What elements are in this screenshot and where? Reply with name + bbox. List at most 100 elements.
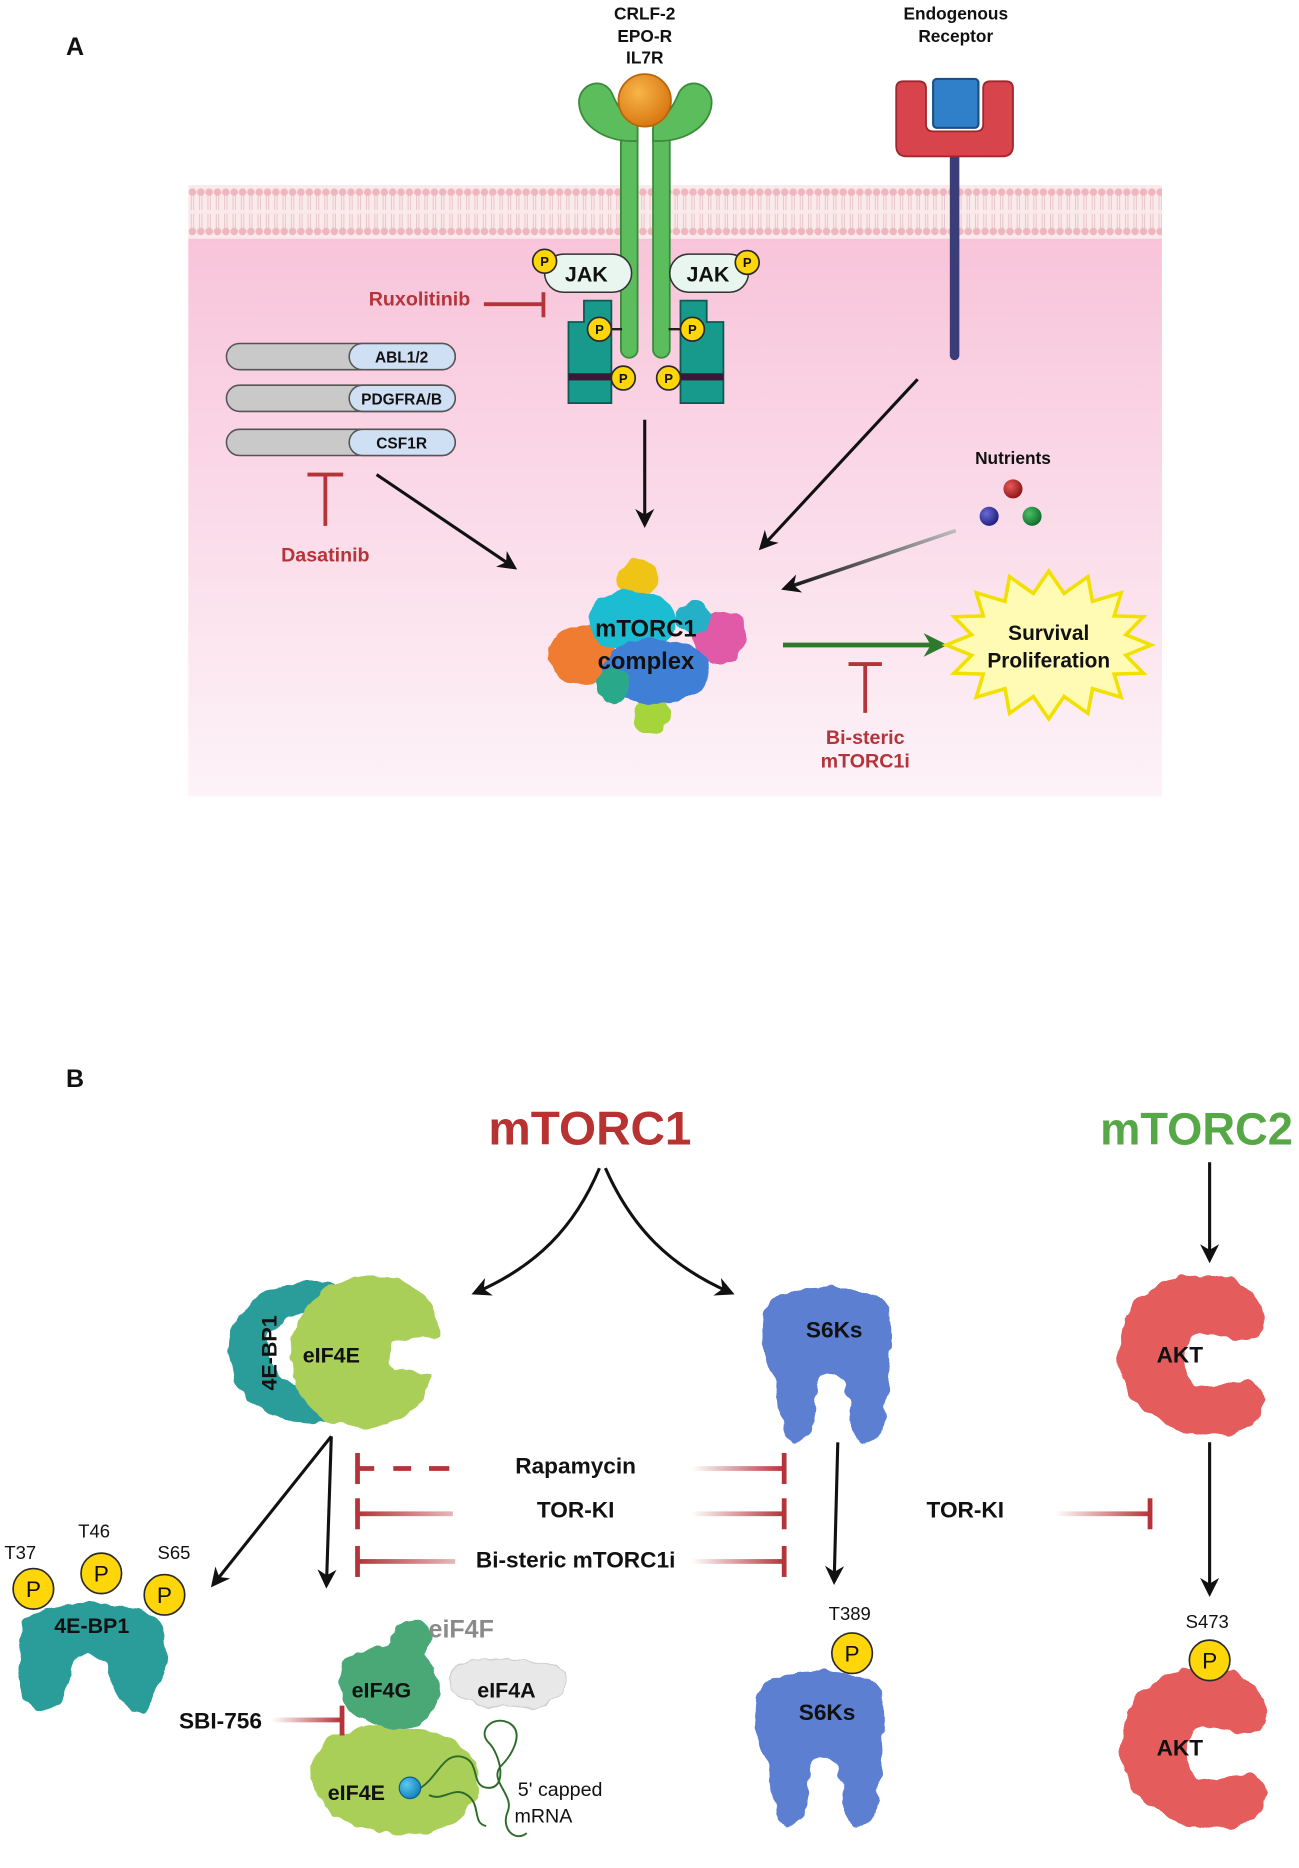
arrow-complex-to-eif4f: [317, 1436, 337, 1589]
phospho-label: P: [540, 254, 549, 269]
endogenous-ligand: [932, 77, 980, 129]
phospho-label: P: [619, 371, 628, 386]
phospho-badge: P: [679, 316, 706, 342]
mtorc1-complex-label-2: complex: [598, 648, 695, 675]
bracket-bar-right: [669, 373, 724, 381]
ps6ks-label: S6Ks: [799, 1700, 856, 1725]
phospho-badge: P: [734, 249, 760, 276]
pakt-label: AKT: [1157, 1736, 1204, 1761]
arrow-mtorc1-to-4ebp1: [471, 1167, 601, 1296]
ruxolitinib-label: Ruxolitinib: [369, 288, 471, 310]
endogenous-receptor-label-2: Receptor: [918, 26, 993, 46]
site-s65: S65: [158, 1542, 191, 1563]
mrna-cap-label-2: mRNA: [514, 1805, 573, 1827]
cytokine-receptor: [578, 82, 713, 359]
arrow-nutrients-to-mtorc1: [781, 528, 957, 593]
bisteric-label-1: Bi-steric: [826, 727, 905, 749]
phospho-label: P: [664, 371, 673, 386]
arrow-s6ks-to-ps6ks: [825, 1442, 845, 1586]
eif4e-label: eIF4E: [328, 1781, 385, 1805]
eif4a-label: eIF4A: [477, 1678, 535, 1702]
phospho-label: P: [595, 322, 604, 337]
nutrient-blue: [979, 506, 999, 526]
bisteric-row: Bi-steric mTORC1i: [355, 1545, 787, 1577]
site-t46: T46: [78, 1521, 110, 1542]
s6ks-label: S6Ks: [806, 1317, 863, 1342]
site-t389: T389: [829, 1603, 871, 1624]
outcome-starburst: [941, 567, 1156, 723]
p4ebp1-label: 4E-BP1: [54, 1614, 129, 1638]
phospho-badge: P: [143, 1573, 186, 1616]
cell-membrane: [188, 184, 1162, 239]
cell-interior: [188, 238, 1162, 797]
kinase-pdgfrab: PDGFRA/B: [225, 384, 457, 413]
bracket-bar-left: [568, 373, 621, 381]
sbi756-label: SBI-756: [179, 1708, 262, 1733]
phospho-badge: P: [531, 248, 558, 275]
eif4g-shape: [339, 1620, 440, 1728]
eif4f-title: eiF4F: [429, 1616, 494, 1644]
mtorc1-title: mTORC1: [488, 1102, 691, 1155]
phospho-label: P: [845, 1642, 860, 1667]
phospho-label: P: [94, 1562, 109, 1587]
outcome-label-1: Survival: [1008, 622, 1089, 645]
arrow-mtorc1-to-s6ks: [603, 1167, 735, 1296]
endogenous-receptor-stem: [949, 152, 960, 361]
inhibitor-label-rapamycin: Rapamycin: [515, 1453, 636, 1478]
kinase-label: CSF1R: [376, 435, 427, 452]
mtorc1-complex-label-1: mTORC1: [595, 616, 697, 643]
sbi756-inhibition-bar: [339, 1705, 345, 1736]
jak-right-label: JAK: [686, 263, 729, 287]
phospho-label: P: [688, 322, 697, 337]
dasatinib-label: Dasatinib: [281, 545, 369, 567]
panel-b-label: B: [66, 1065, 84, 1093]
site-s473: S473: [1186, 1611, 1229, 1632]
eif4g-label: eIF4G: [352, 1678, 412, 1702]
phospho-badge: P: [586, 316, 613, 342]
eif4a-shape: [449, 1658, 568, 1708]
site-t37: T37: [4, 1542, 36, 1563]
endogenous-receptor-label-1: Endogenous: [904, 3, 1009, 23]
phospho-label: P: [743, 255, 752, 270]
panel-a-label: A: [66, 33, 84, 61]
phospho-label: P: [26, 1577, 41, 1602]
nutrient-green: [1022, 506, 1042, 526]
nutrients-label: Nutrients: [975, 448, 1051, 468]
kinase-label: ABL1/2: [375, 350, 428, 367]
akt-label: AKT: [1157, 1342, 1204, 1367]
cytokine-receptor-label-3: IL7R: [626, 47, 664, 67]
phospho-badge: P: [12, 1567, 55, 1610]
s6ks-shape: [761, 1286, 892, 1445]
cytokine-ligand: [617, 73, 672, 128]
arrow-complex-to-p4ebp1: [210, 1435, 333, 1588]
mtorc2-title: mTORC2: [1100, 1103, 1293, 1154]
cytokine-receptor-label-1: CRLF-2: [614, 3, 675, 23]
mtorc1-complex: [548, 559, 748, 735]
inhibitor-label-bisteric: Bi-steric mTORC1i: [476, 1547, 676, 1572]
mrna-strand: [420, 1719, 528, 1838]
phospho-badge: P: [80, 1552, 123, 1595]
outcome-label-2: Proliferation: [987, 650, 1110, 673]
phospho-label: P: [1202, 1649, 1217, 1674]
p4ebp1-shape: [19, 1602, 167, 1712]
kinase-label: PDGFRA/B: [361, 391, 442, 408]
complex-eif4e-shape: [290, 1275, 439, 1428]
nutrient-red: [1003, 479, 1023, 499]
arrow-kinases-to-mtorc1: [375, 473, 518, 570]
torki-row: TOR-KI: [355, 1497, 787, 1530]
kinase-abl12: ABL1/2: [225, 342, 457, 371]
phospho-badge: P: [831, 1632, 874, 1675]
torki-akt-inhibition: [1054, 1511, 1151, 1517]
inhibitor-label-torki: TOR-KI: [537, 1497, 615, 1522]
jak-left-label: JAK: [565, 263, 608, 287]
complex-4ebp1-label: 4E-BP1: [257, 1315, 281, 1390]
sbi756-inhibition: [271, 1717, 341, 1723]
mrna-cap-label-1: 5' capped: [518, 1779, 603, 1801]
eif4e-shape: [311, 1725, 480, 1836]
phospho-label: P: [157, 1583, 172, 1608]
mrna-cap: [398, 1776, 422, 1800]
kinase-csf1r: CSF1R: [225, 428, 457, 457]
arrow-endogenous-to-mtorc1: [758, 378, 919, 551]
bisteric-label-2: mTORC1i: [821, 751, 910, 773]
